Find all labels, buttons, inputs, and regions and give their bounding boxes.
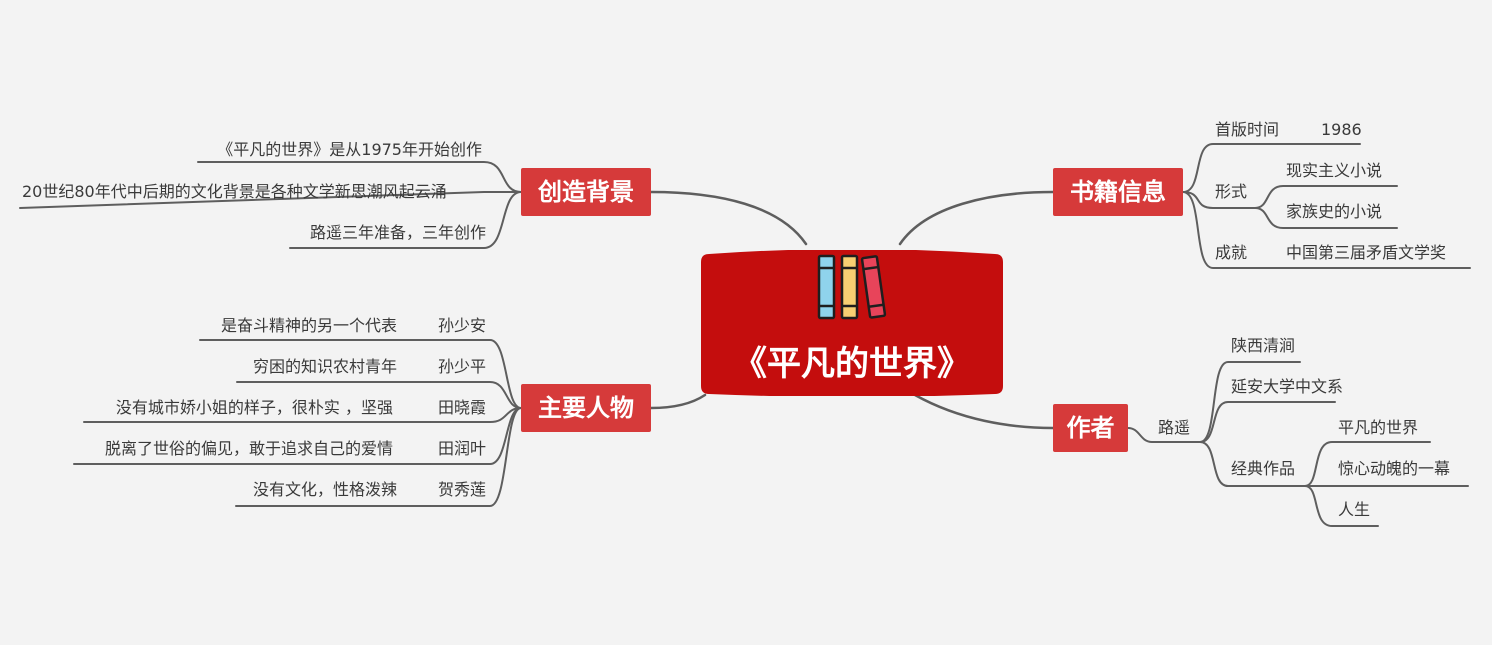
character-name-1[interactable]: 孙少安: [438, 316, 487, 335]
background-item-3[interactable]: 路遥三年准备，三年创作: [309, 223, 486, 242]
edge-form-2: [1254, 207, 1398, 229]
info-edition-value[interactable]: 1986: [1321, 120, 1362, 139]
info-form-value-2[interactable]: 家族史的小说: [1286, 202, 1383, 221]
edge-form-1: [1254, 185, 1398, 209]
character-name-4[interactable]: 田润叶: [438, 439, 487, 458]
author-works-label[interactable]: 经典作品: [1231, 459, 1296, 478]
info-form-value-1[interactable]: 现实主义小说: [1286, 161, 1383, 180]
edge-author-works: [1199, 441, 1306, 487]
edge-author-education: [1199, 401, 1336, 443]
topic-background[interactable]: 创造背景: [521, 168, 651, 216]
topic-book-info[interactable]: 书籍信息: [1053, 168, 1183, 216]
edge-work-3: [1304, 485, 1379, 527]
character-name-5[interactable]: 贺秀莲: [438, 480, 487, 499]
central-topic-title: 《平凡的世界》: [733, 344, 971, 384]
background-item-1[interactable]: 《平凡的世界》是从1975年开始创作: [217, 140, 482, 159]
edge-center-characters: [649, 393, 707, 410]
edge-background-1: [197, 161, 522, 193]
character-desc-3[interactable]: 没有城市娇小姐的样子，很朴实 ，坚强: [115, 398, 393, 417]
author-work-3[interactable]: 人生: [1338, 500, 1371, 519]
edge-char-2: [429, 381, 522, 409]
character-desc-1[interactable]: 是奋斗精神的另一个代表: [220, 316, 397, 335]
edge-info-achievement: [1182, 191, 1471, 269]
edge-author-origin: [1199, 361, 1301, 443]
books-icon: [817, 254, 887, 320]
topic-characters[interactable]: 主要人物: [521, 384, 651, 432]
author-name[interactable]: 路遥: [1158, 418, 1191, 437]
character-name-2[interactable]: 孙少平: [438, 357, 487, 376]
character-desc-2[interactable]: 穷困的知识农村青年: [252, 357, 397, 376]
info-achievement-label[interactable]: 成就: [1215, 243, 1248, 262]
author-work-1[interactable]: 平凡的世界: [1338, 418, 1419, 437]
author-work-2[interactable]: 惊心动魄的一幕: [1338, 459, 1451, 478]
info-achievement-value[interactable]: 中国第三届矛盾文学奖: [1286, 243, 1447, 262]
edge-work-1: [1304, 441, 1431, 487]
central-topic-shape: [701, 250, 1003, 396]
edge-center-bookinfo: [898, 190, 1055, 246]
background-item-2[interactable]: 20世纪80年代中后期的文化背景是各种文学新思潮风起云涌: [22, 182, 447, 201]
central-topic[interactable]: 《平凡的世界》: [701, 250, 1003, 396]
author-origin[interactable]: 陕西清涧: [1231, 336, 1296, 355]
edge-char-5: [429, 407, 522, 507]
info-form-label[interactable]: 形式: [1215, 182, 1248, 201]
character-desc-5[interactable]: 没有文化，性格泼辣: [252, 480, 397, 499]
character-name-3[interactable]: 田晓霞: [438, 398, 487, 417]
edge-background-2: [19, 191, 522, 209]
edge-background-3: [289, 191, 522, 249]
edge-center-background: [649, 190, 808, 246]
edge-center-author: [913, 393, 1055, 430]
edge-info-form: [1182, 191, 1256, 209]
edge-info-edition: [1182, 143, 1361, 193]
character-desc-4[interactable]: 脱离了世俗的偏见，敢于追求自己的爱情: [104, 439, 393, 458]
topic-author[interactable]: 作者: [1053, 404, 1128, 452]
author-education[interactable]: 延安大学中文系: [1231, 377, 1344, 396]
info-edition-label[interactable]: 首版时间: [1215, 120, 1280, 139]
edge-author-name: [1127, 427, 1201, 443]
edge-char-1: [429, 339, 522, 409]
